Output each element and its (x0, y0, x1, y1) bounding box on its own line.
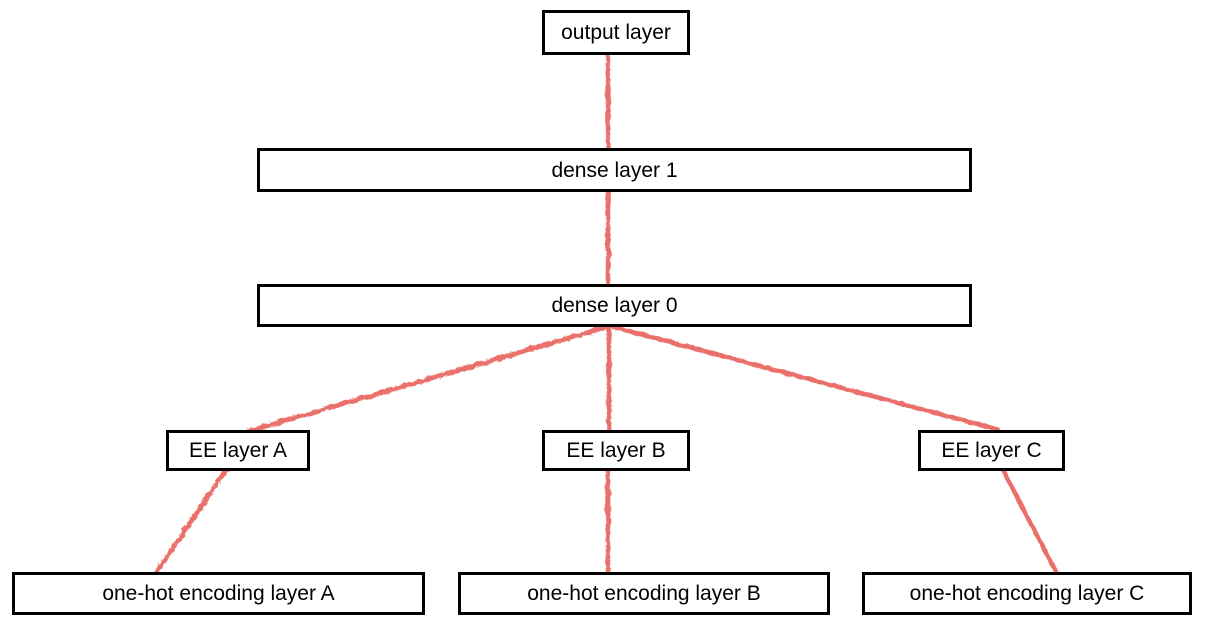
edge-dense-layer-0-to-ee-layer-a (245, 322, 618, 434)
node-output-layer: output layer (542, 10, 690, 55)
edge-ee-layer-c-to-one-hot-c (998, 463, 1061, 579)
node-one-hot-encoding-layer-b: one-hot encoding layer B (458, 572, 830, 615)
node-ee-layer-c: EE layer C (918, 430, 1065, 471)
node-dense-layer-1: dense layer 1 (257, 148, 972, 192)
node-one-hot-encoding-layer-c: one-hot encoding layer C (862, 572, 1192, 615)
edge-ee-layer-a-to-one-hot-a (151, 463, 231, 580)
node-dense-layer-0: dense layer 0 (257, 284, 972, 327)
node-ee-layer-a: EE layer A (166, 430, 310, 471)
edge-dense-layer-0-to-ee-layer-c (602, 322, 1000, 432)
node-ee-layer-b: EE layer B (542, 430, 690, 471)
node-one-hot-encoding-layer-a: one-hot encoding layer A (12, 572, 425, 615)
